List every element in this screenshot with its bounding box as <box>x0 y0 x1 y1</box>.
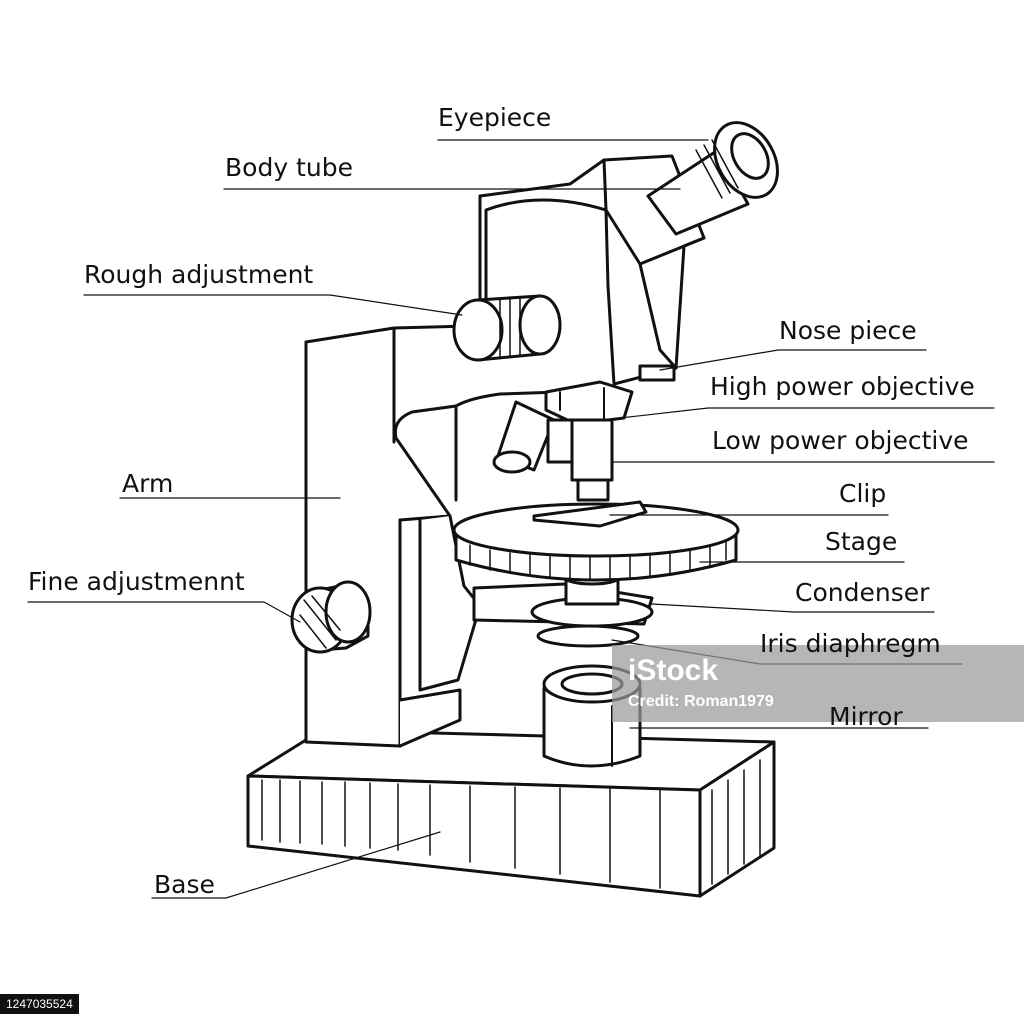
microscope-stage <box>452 500 740 582</box>
label-stage: Stage <box>825 527 898 556</box>
slide-clip <box>532 500 648 528</box>
condenser-assembly <box>472 570 654 648</box>
label-iris-diaphragm: Iris diaphregm <box>760 629 941 658</box>
watermark-credit: Credit: Roman1979 <box>628 693 774 710</box>
leader-nose-piece <box>659 349 927 371</box>
label-body-tube: Body tube <box>225 153 353 182</box>
rough-adjustment-knob <box>452 294 562 362</box>
leader-condenser <box>651 603 935 613</box>
label-low-power-objective: Low power objective <box>712 426 969 455</box>
microscope-head <box>478 154 706 386</box>
label-base: Base <box>154 870 215 899</box>
label-eyepiece: Eyepiece <box>438 103 552 132</box>
label-fine-adjustment: Fine adjustmennt <box>28 567 245 596</box>
leader-fine-adjustment <box>27 601 301 623</box>
microscope-base <box>246 728 776 898</box>
leader-base <box>151 831 441 899</box>
label-clip: Clip <box>839 479 887 508</box>
label-mirror: Mirror <box>829 702 903 731</box>
watermark-band <box>612 645 1024 722</box>
label-arm: Arm <box>122 469 174 498</box>
stock-id-badge: 1247035524 <box>0 994 79 1014</box>
label-rough-adjustment: Rough adjustment <box>84 260 314 289</box>
eyepiece <box>646 121 779 236</box>
fine-adjustment-knob <box>290 580 372 654</box>
nosepiece-objectives <box>492 380 634 502</box>
leader-high-power <box>619 407 995 419</box>
label-condenser: Condenser <box>795 578 930 607</box>
label-high-power-objective: High power objective <box>710 372 975 401</box>
leader-rough-adjustment <box>83 294 463 316</box>
label-nose-piece: Nose piece <box>779 316 917 345</box>
watermark-brand: iStock <box>628 654 719 687</box>
